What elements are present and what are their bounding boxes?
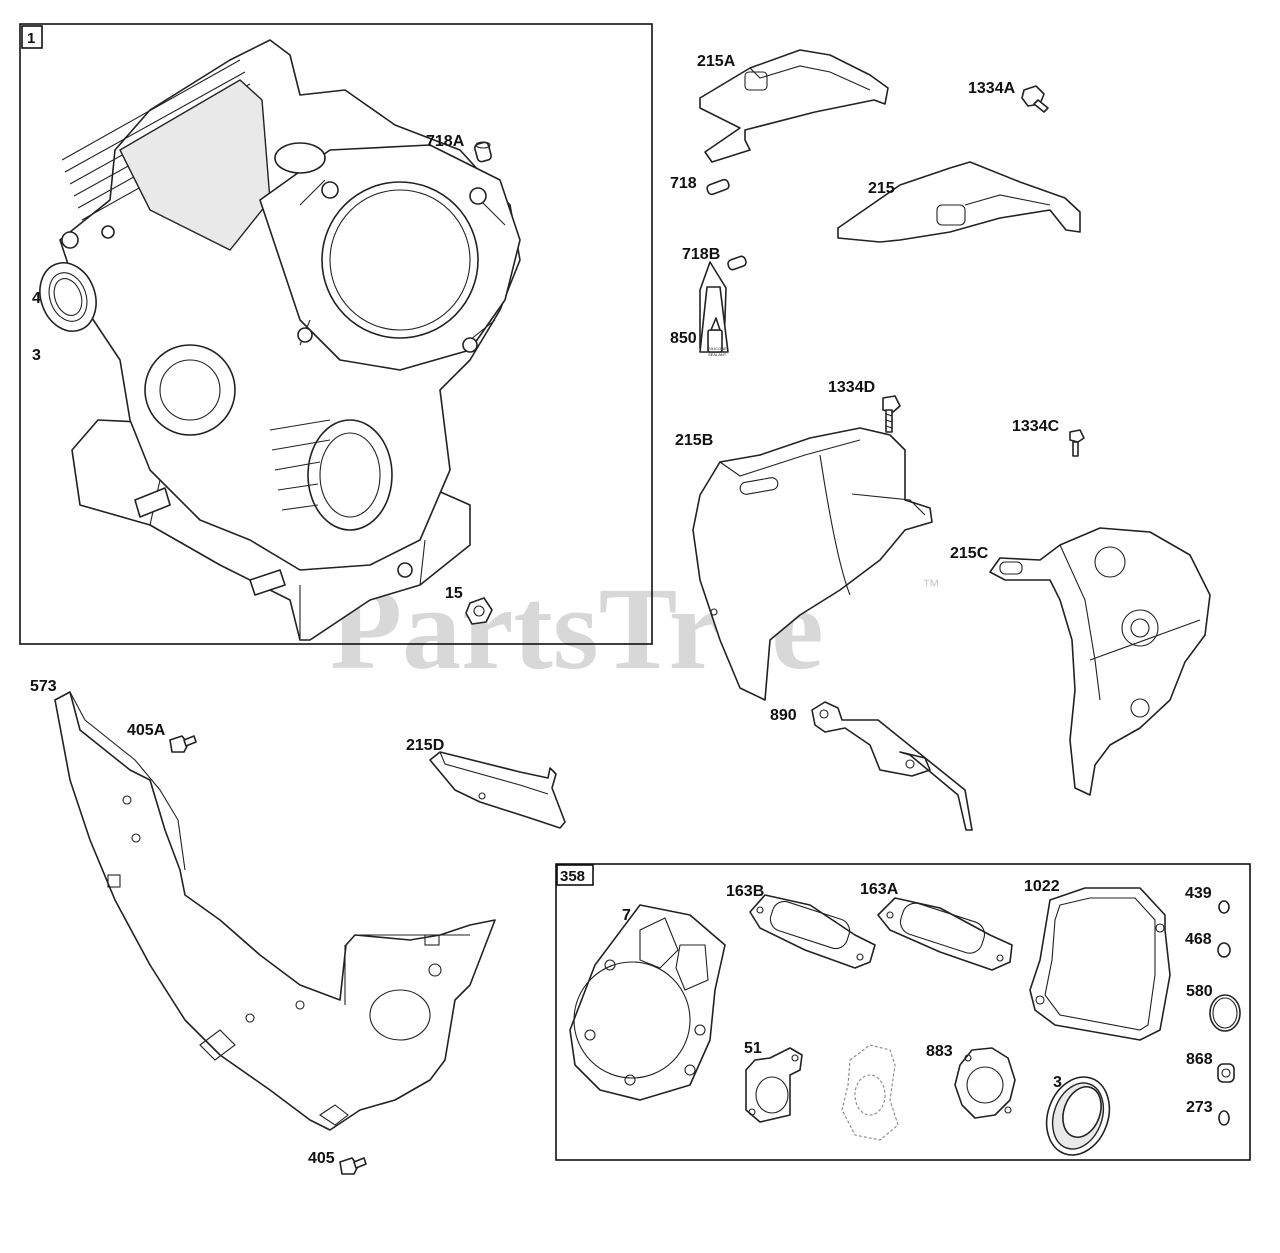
- part-868-valve-seal[interactable]: [1217, 1063, 1235, 1083]
- callout-215[interactable]: 215: [868, 180, 895, 197]
- callout-883[interactable]: 883: [926, 1043, 953, 1060]
- callout-890[interactable]: 890: [770, 707, 797, 724]
- part-850-sealant-tube[interactable]: SILICONE SEALANT: [699, 261, 729, 357]
- part-890-bracket[interactable]: [811, 701, 973, 831]
- gasket-kit-frame: [555, 863, 1251, 1161]
- part-1334D-bolt[interactable]: [882, 395, 901, 433]
- callout-51[interactable]: 51: [744, 1040, 762, 1057]
- part-15-plug[interactable]: [465, 597, 493, 625]
- part-573-backplate[interactable]: [54, 691, 496, 1131]
- part-1022-valve-cover-gasket[interactable]: [1029, 887, 1171, 1041]
- part-1334C-bolt[interactable]: [1069, 429, 1085, 457]
- part-718-dowel[interactable]: [706, 178, 730, 196]
- sealant-text-line2: SEALANT: [708, 352, 727, 357]
- gasket-kit-box-tag: [556, 864, 594, 886]
- callout-868[interactable]: 868: [1186, 1051, 1213, 1068]
- callout-1334C[interactable]: 1334C: [1012, 418, 1060, 435]
- part-intake-gasket-dashed[interactable]: [841, 1044, 899, 1141]
- engine-block-box-number: 1: [27, 30, 35, 47]
- part-883-gasket[interactable]: [954, 1047, 1016, 1119]
- callout-1334A[interactable]: 1334A: [968, 80, 1016, 97]
- part-215-shield[interactable]: [837, 161, 1081, 243]
- callout-405[interactable]: 405: [308, 1150, 335, 1167]
- part-163B-exhaust-gasket[interactable]: [749, 894, 876, 969]
- part-215A-shield[interactable]: [699, 49, 889, 163]
- callout-215A[interactable]: 215A: [697, 53, 736, 70]
- callout-468[interactable]: 468: [1185, 931, 1212, 948]
- part-718A-dowel[interactable]: [474, 141, 492, 163]
- callout-850[interactable]: 850: [670, 330, 697, 347]
- part-7-head-gasket[interactable]: [569, 904, 726, 1101]
- part-580-oring[interactable]: [1209, 994, 1241, 1032]
- callout-3-left[interactable]: 3: [32, 347, 41, 364]
- callout-215D[interactable]: 215D: [406, 737, 444, 754]
- part-439-oring-kit[interactable]: [1218, 900, 1230, 914]
- part-3-oil-seal-kit[interactable]: [1036, 1068, 1120, 1164]
- callout-405A[interactable]: 405A: [127, 722, 166, 739]
- part-718B-dowel[interactable]: [727, 255, 747, 271]
- engine-block-illustration[interactable]: [59, 39, 521, 641]
- part-3-oil-seal[interactable]: [31, 255, 106, 339]
- callout-718[interactable]: 718: [670, 175, 697, 192]
- part-215C-shroud[interactable]: [989, 527, 1211, 796]
- callout-163A[interactable]: 163A: [860, 881, 899, 898]
- sealant-text-line1: SILICONE: [708, 346, 727, 351]
- callout-3-right[interactable]: 3: [1053, 1074, 1062, 1091]
- callout-7[interactable]: 7: [622, 907, 631, 924]
- callout-163B[interactable]: 163B: [726, 883, 764, 900]
- callout-273[interactable]: 273: [1186, 1099, 1213, 1116]
- engine-block-frame: [19, 23, 653, 645]
- part-468-oring[interactable]: [1217, 942, 1231, 958]
- engine-block-box-tag: [21, 25, 43, 49]
- part-215D-bracket[interactable]: [429, 751, 566, 829]
- part-273-oring[interactable]: [1218, 1110, 1230, 1126]
- callout-439-right[interactable]: 439: [1185, 885, 1212, 902]
- part-405A-bolt[interactable]: [169, 735, 197, 753]
- part-1334A-bolt[interactable]: [1021, 85, 1049, 113]
- callout-580[interactable]: 580: [1186, 983, 1213, 1000]
- callout-573[interactable]: 573: [30, 678, 57, 695]
- part-215B-shroud[interactable]: [692, 427, 933, 701]
- callout-215B[interactable]: 215B: [675, 432, 713, 449]
- callout-718B[interactable]: 718B: [682, 246, 720, 263]
- part-163A-exhaust-gasket[interactable]: [877, 897, 1013, 971]
- callout-15[interactable]: 15: [445, 585, 463, 602]
- callout-1334D[interactable]: 1334D: [828, 379, 875, 396]
- callout-215C[interactable]: 215C: [950, 545, 989, 562]
- gasket-kit-box-number: 358: [560, 868, 585, 885]
- callout-718A[interactable]: 718A: [426, 133, 465, 150]
- watermark-trademark: ™: [922, 576, 940, 596]
- callout-1022[interactable]: 1022: [1024, 878, 1060, 895]
- part-51-gasket[interactable]: [745, 1047, 803, 1123]
- part-405-bolt[interactable]: [339, 1157, 367, 1175]
